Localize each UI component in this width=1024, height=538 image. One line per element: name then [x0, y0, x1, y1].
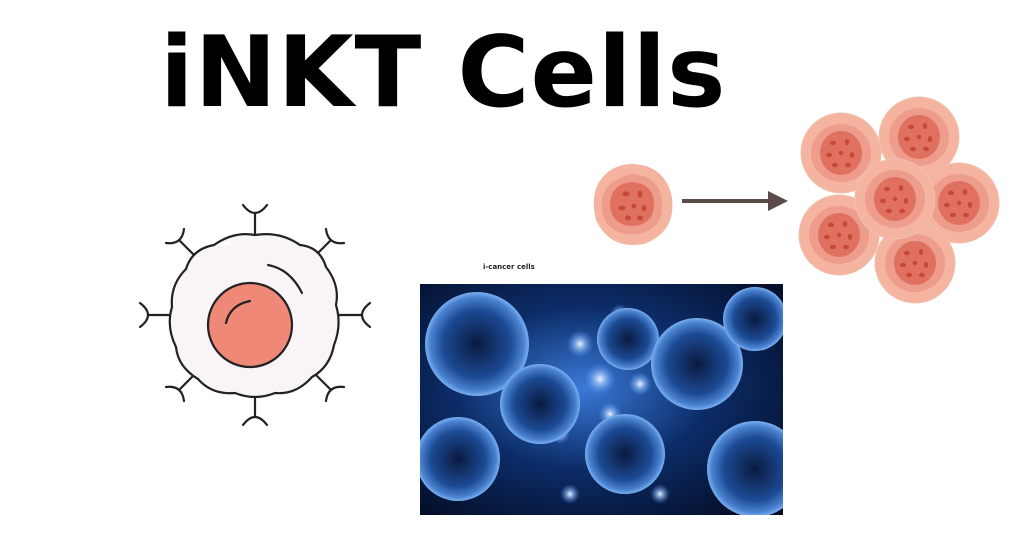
page-title: iNKT Cells [160, 16, 727, 130]
inkt-cell-icon [138, 203, 372, 427]
photo-caption: i-cancer cells [483, 263, 535, 271]
arrow-right-icon [682, 191, 788, 211]
cancer-cells-photo [420, 284, 783, 515]
single-cancer-cell-icon [593, 164, 673, 245]
cancer-cell-cluster-icon [798, 96, 1000, 304]
